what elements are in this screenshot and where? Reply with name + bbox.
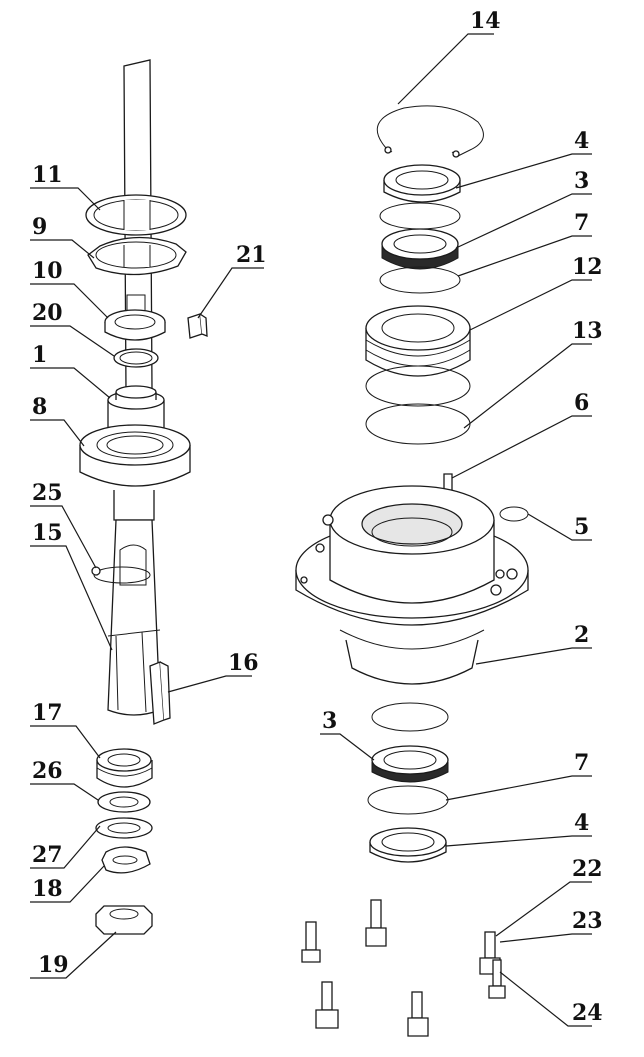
callout-15: 15 (32, 520, 63, 546)
callout-3-top: 3 (574, 168, 589, 194)
callout-24: 24 (572, 1000, 603, 1026)
housing-assembly (295, 105, 529, 863)
callout-8: 8 (32, 394, 47, 420)
bolt-3 (315, 981, 339, 1029)
bolt-2 (365, 899, 387, 947)
callout-10: 10 (32, 258, 63, 284)
callout-4-top: 4 (574, 128, 589, 154)
part-13-o-rings (365, 365, 471, 445)
callout-11: 11 (32, 162, 63, 188)
callout-1: 1 (32, 342, 47, 368)
callout-2: 2 (574, 622, 589, 648)
bolts (301, 899, 506, 1037)
part-26-washer (97, 791, 151, 813)
ring-lower-upper (371, 702, 449, 732)
part-27-washer (95, 817, 153, 839)
leader-lines (30, 33, 592, 1027)
callout-14: 14 (470, 8, 501, 34)
callout-3-lower: 3 (322, 708, 337, 734)
callout-17: 17 (32, 700, 63, 726)
part-16-key (149, 661, 171, 725)
part-15-key (107, 629, 161, 713)
callout-26: 26 (32, 758, 63, 784)
callout-27: 27 (32, 842, 63, 868)
part-7-o-ring-small (379, 202, 461, 230)
callout-7-top: 7 (574, 210, 589, 236)
callout-6: 6 (574, 390, 589, 416)
callout-16: 16 (228, 650, 259, 676)
part-21-key (187, 313, 208, 339)
part-7-o-ring-top (379, 266, 461, 294)
shaft-collar (113, 490, 155, 521)
part-11-ring (85, 194, 187, 236)
bolt-4 (407, 991, 429, 1037)
callout-5: 5 (574, 514, 589, 540)
callout-9: 9 (32, 214, 47, 240)
callout-25: 25 (32, 480, 63, 506)
callout-4-lower: 4 (574, 810, 589, 836)
part-4-seal-top (383, 164, 461, 203)
callout-19: 19 (38, 952, 69, 978)
bolt-1 (301, 921, 321, 963)
callout-labels: 11 9 10 20 1 8 25 15 21 16 17 26 27 18 1… (32, 8, 603, 1026)
part-3-bearing-top (381, 228, 459, 270)
callout-18: 18 (32, 876, 63, 902)
callout-13: 13 (572, 318, 603, 344)
shaft-assembly (79, 59, 208, 935)
part-12-bushing (365, 305, 471, 377)
part-5-small-o-ring (499, 506, 529, 522)
part-3-bearing-lower (371, 745, 449, 783)
callout-7-lower: 7 (574, 750, 589, 776)
callout-22: 22 (572, 856, 603, 882)
callout-21: 21 (236, 242, 267, 268)
callout-23: 23 (572, 908, 603, 934)
callout-20: 20 (32, 300, 63, 326)
part-20-ring (113, 348, 159, 368)
callout-12: 12 (572, 254, 603, 280)
part-4-seal-lower (369, 827, 447, 863)
part-14-snap-ring (376, 105, 484, 158)
part-2-housing (295, 485, 529, 685)
part-9-tab-washer (87, 236, 187, 276)
part-19-nut (95, 905, 153, 935)
part-7-o-ring-lower (367, 785, 449, 815)
part-17-thrust-bearing (96, 748, 153, 788)
part-10-ring (104, 309, 166, 341)
part-18-tab-washer (101, 846, 151, 874)
part-8-bearing (79, 424, 191, 487)
